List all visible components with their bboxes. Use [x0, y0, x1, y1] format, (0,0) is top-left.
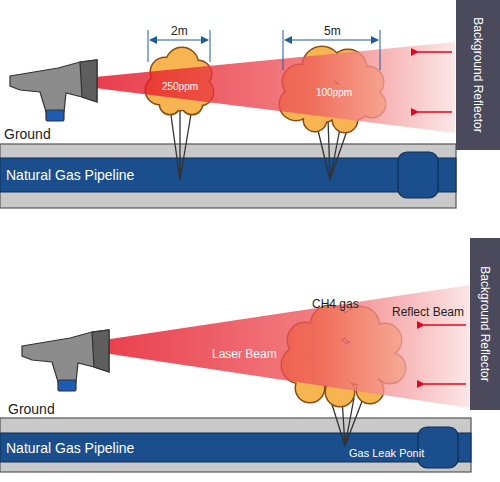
node-text: Background Reflector [471, 17, 485, 132]
node-text: 250ppm [162, 81, 198, 92]
ground-label: Ground [4, 127, 51, 142]
ground-label: Ground [8, 402, 55, 417]
node-text: 100ppm [316, 87, 352, 98]
node-text: Background Reflector [478, 266, 492, 381]
node-text: Natural Gas Pipeline [6, 167, 134, 183]
beam-label: Reflect Beam [392, 306, 464, 319]
dimension-label: 5m [324, 25, 341, 38]
dimension-label: 2m [171, 25, 188, 38]
gas-cloud-label: 100ppm [306, 82, 362, 102]
beam-label: Laser Beam [212, 348, 277, 361]
pipeline-band: Natural Gas Pipeline [0, 158, 300, 192]
gas-cloud-label: 250ppm [155, 76, 205, 96]
leak-point-label: Gas Leak Ponit [349, 447, 424, 459]
pipeline-band: Natural Gas Pipeline [0, 433, 300, 462]
reflector-bar: Background Reflector [470, 238, 500, 410]
node-text: Natural Gas Pipeline [6, 440, 134, 456]
reflector-bar: Background Reflector [456, 0, 500, 150]
gas-label: CH4 gas [312, 298, 359, 311]
